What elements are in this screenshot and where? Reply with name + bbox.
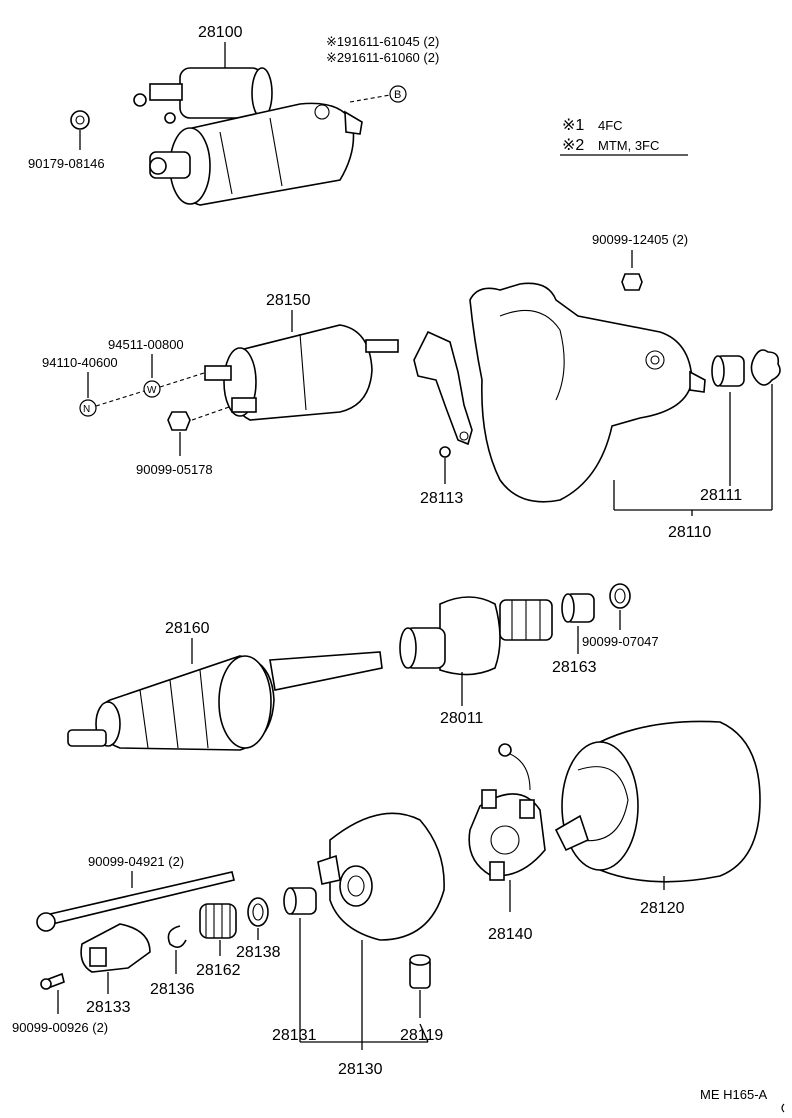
part-label-28150: 28150 [266,292,311,309]
part-label-94110: 94110-40600 [42,355,118,370]
plunger-rod [365,339,399,353]
housing-body [469,282,693,503]
end-cover-body [329,812,445,941]
part-label-28140: 28140 [488,926,533,943]
part-label-28136: 28136 [150,981,195,998]
legend: ※1 4FC ※2 MTM, 3FC [560,117,688,156]
solenoid-stud-upper [204,365,232,381]
part-label-94511: 94511-00800 [108,337,184,352]
legend-mark-2: ※2 [562,137,584,154]
housing-28110[interactable] [469,282,706,510]
part-label-28113: 28113 [420,490,463,507]
marker-w [143,380,161,398]
nut-90179[interactable]: 90179-08146 [28,110,105,171]
part-label-90099-07047: 90099-07047 [582,634,659,649]
bushing-28111[interactable]: 28111 28110 [614,349,781,541]
clip-28136[interactable]: 28136 [150,925,195,998]
part-label-28120: 28120 [640,900,685,917]
svg-text:N: N [83,404,90,415]
holder-28133[interactable]: 28133 [80,923,151,1016]
cap-28119[interactable]: 28119 [400,954,443,1044]
brush-holder-28140[interactable]: 28140 [468,743,546,943]
terminal-nut [133,93,147,107]
part-label-28011: 28011 [440,710,483,727]
legend-mark-1: ※1 [562,117,584,134]
solenoid-rear-body [179,67,263,119]
through-bolt[interactable]: 90099-04921 (2) [36,854,235,932]
clutch-28011[interactable]: 28011 [399,596,553,727]
nut-05178 [167,411,191,431]
part-label-28100: 28100 [198,24,243,41]
end-boss [149,157,167,175]
bushing-28163[interactable]: 28163 90099-07047 [552,583,659,676]
armature-shaft [269,651,383,691]
solenoid-terminal [149,83,183,101]
part-label-28119: 28119 [400,1027,443,1044]
cap [750,349,781,386]
starter-assembly[interactable]: 28100 ※191611-61045 (2) ※291611-61060 (2… [133,24,439,206]
solenoid-28150[interactable]: 28150 [204,292,399,421]
end-cover-28130[interactable]: 28130 [300,812,445,1078]
yoke-28120[interactable]: 28120 [554,720,761,917]
screw-90099-00926[interactable]: 90099-00926 (2) [12,972,108,1035]
small-terminal [164,112,176,124]
part-label-28162: 28162 [196,962,241,979]
marker-n [79,399,97,417]
armature-28160[interactable]: 28160 [67,620,383,751]
part-label-28160: 28160 [165,620,210,637]
svg-text:W: W [147,385,157,396]
part-label-28130: 28130 [338,1061,383,1078]
spring-28162[interactable]: 28162 [196,903,241,979]
variant-label-1: ※191611-61045 (2) [326,34,439,49]
diagram-code: ME H165-A [700,1087,768,1102]
armature-stub [67,729,107,747]
part-label-28163: 28163 [552,659,597,676]
part-label-28131: 28131 [272,1027,317,1044]
bushing-28131[interactable]: 28131 [272,887,317,1044]
clutch-body [439,596,501,676]
ring-28138[interactable]: 28138 [236,897,281,961]
legend-text-1: 4FC [598,118,623,133]
fasteners-solenoid[interactable]: 94511-00800 W 94110-40600 N 90099-05178 [42,337,233,477]
part-label-90179: 90179-08146 [28,156,105,171]
lead-plate-28113[interactable]: 28113 [413,330,473,507]
part-label-90099-00926: 90099-00926 (2) [12,1020,108,1035]
part-label-28111: 28111 [700,487,742,504]
part-label-28138: 28138 [236,944,281,961]
nose-tip [344,110,363,135]
variant-label-2: ※291611-61060 (2) [326,50,439,65]
nut-90099-12405[interactable]: 90099-12405 (2) [592,232,688,291]
part-label-90099-12405: 90099-12405 (2) [592,232,688,247]
end-cover-ear [317,854,341,885]
legend-text-2: MTM, 3FC [598,138,659,153]
part-label-90099-05178: 90099-05178 [136,462,213,477]
ref-marker-b-text: B [394,89,401,101]
mount-hole [314,104,330,120]
ref-marker-b [389,85,407,103]
part-label-28110: 28110 [668,524,711,541]
solenoid-stud-lower [231,397,257,413]
part-label-28133: 28133 [86,999,131,1016]
yoke-tab [554,814,589,852]
part-label-90099-04921: 90099-04921 (2) [88,854,184,869]
